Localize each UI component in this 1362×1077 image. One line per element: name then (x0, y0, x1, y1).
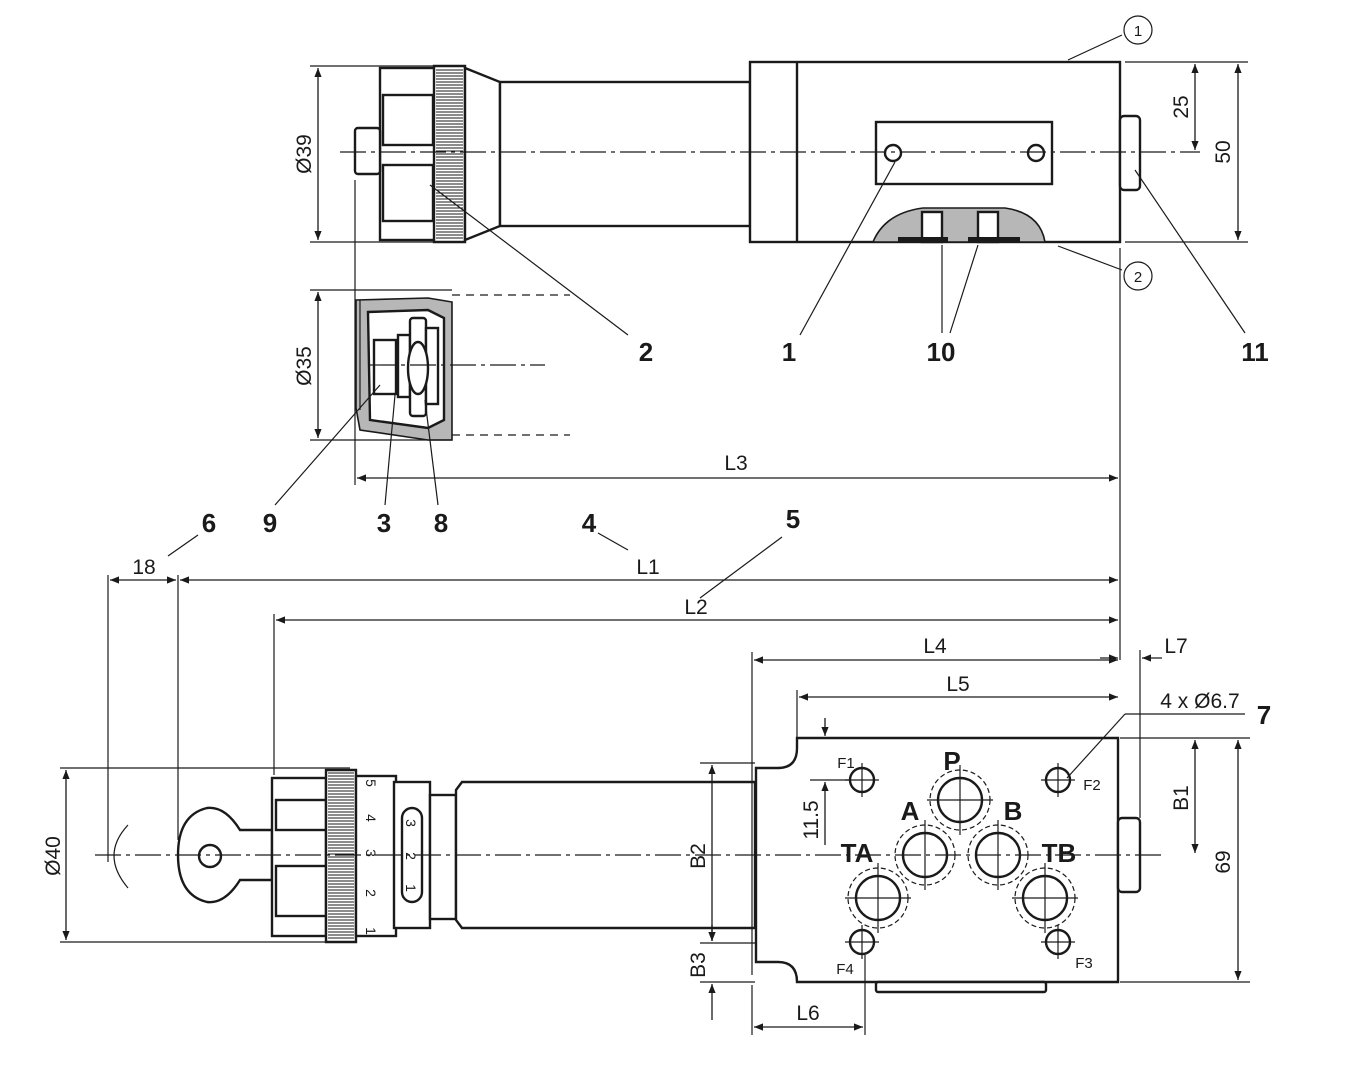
top-plug (1118, 114, 1142, 192)
dim-d40: Ø40 (42, 836, 65, 876)
nameplate (874, 120, 1054, 186)
detail-view (355, 294, 570, 441)
dim-b3: B3 (687, 952, 710, 978)
hole-f4-label: F4 (836, 961, 854, 978)
dim-l2: L2 (684, 596, 707, 619)
dim-69: 69 (1212, 850, 1235, 873)
pos-11: 11 (1241, 337, 1269, 367)
dim-b2: B2 (687, 843, 710, 869)
dim-d35: Ø35 (293, 346, 316, 386)
top-view (340, 60, 1200, 244)
pos-8: 8 (434, 508, 448, 538)
port-a-label: A (901, 796, 920, 826)
dim-18: 18 (132, 556, 155, 579)
dim-l1: L1 (636, 556, 659, 579)
top-tube (498, 80, 752, 228)
pos-1: 1 (782, 337, 796, 367)
scale-ring (354, 774, 398, 938)
pos-7: 7 (1257, 700, 1271, 730)
top-knob (378, 64, 502, 244)
dim-l5: L5 (946, 673, 969, 696)
dim-25: 25 (1170, 95, 1193, 118)
port-tb-label: TB (1042, 838, 1077, 868)
dim-l4: L4 (923, 635, 947, 658)
dim-11-5: 11.5 (800, 800, 823, 839)
pos-5: 5 (786, 504, 800, 534)
scale-3: 3 (363, 849, 379, 857)
oring-section (871, 207, 1046, 243)
pos-2: 2 (639, 337, 653, 367)
hole-f1-label: F1 (837, 755, 855, 772)
dial-3: 3 (403, 819, 419, 827)
scale-5: 5 (363, 779, 379, 787)
pos-9: 9 (263, 508, 277, 538)
pos-3: 3 (377, 508, 391, 538)
port-p-label: P (943, 746, 960, 776)
dim-l3: L3 (724, 452, 747, 475)
scale-2: 2 (363, 889, 379, 897)
pos-6: 6 (202, 508, 216, 538)
dimension-lines (60, 61, 1250, 1035)
dim-holes: 4 x Ø6.7 (1160, 690, 1239, 713)
dim-b1: B1 (1170, 785, 1193, 811)
front-view (95, 736, 1165, 994)
pos-4: 4 (582, 508, 597, 538)
circled-ref-1: 1 (1134, 23, 1142, 40)
dim-l6: L6 (796, 1002, 819, 1025)
dial-1: 1 (403, 884, 419, 892)
top-locknut (353, 126, 382, 176)
circled-ref-2: 2 (1134, 269, 1142, 286)
hole-f3-label: F3 (1075, 955, 1093, 972)
dim-d39: Ø39 (293, 134, 316, 174)
dim-l7: L7 (1164, 635, 1187, 658)
port-b-label: B (1004, 796, 1023, 826)
labels: Ø39 Ø35 Ø40 25 50 B1 69 B2 B3 11.5 L3 18… (42, 15, 1271, 1025)
dim-50: 50 (1212, 140, 1235, 163)
pos-10: 10 (927, 337, 956, 367)
dial-2: 2 (403, 852, 419, 860)
port-holes (845, 763, 1078, 959)
leader-lines (167, 34, 1246, 779)
hole-f2-label: F2 (1083, 777, 1101, 794)
scale-1: 1 (363, 927, 379, 935)
front-valve-body (754, 736, 1120, 984)
port-ta-label: TA (841, 838, 874, 868)
scale-4: 4 (363, 814, 379, 822)
